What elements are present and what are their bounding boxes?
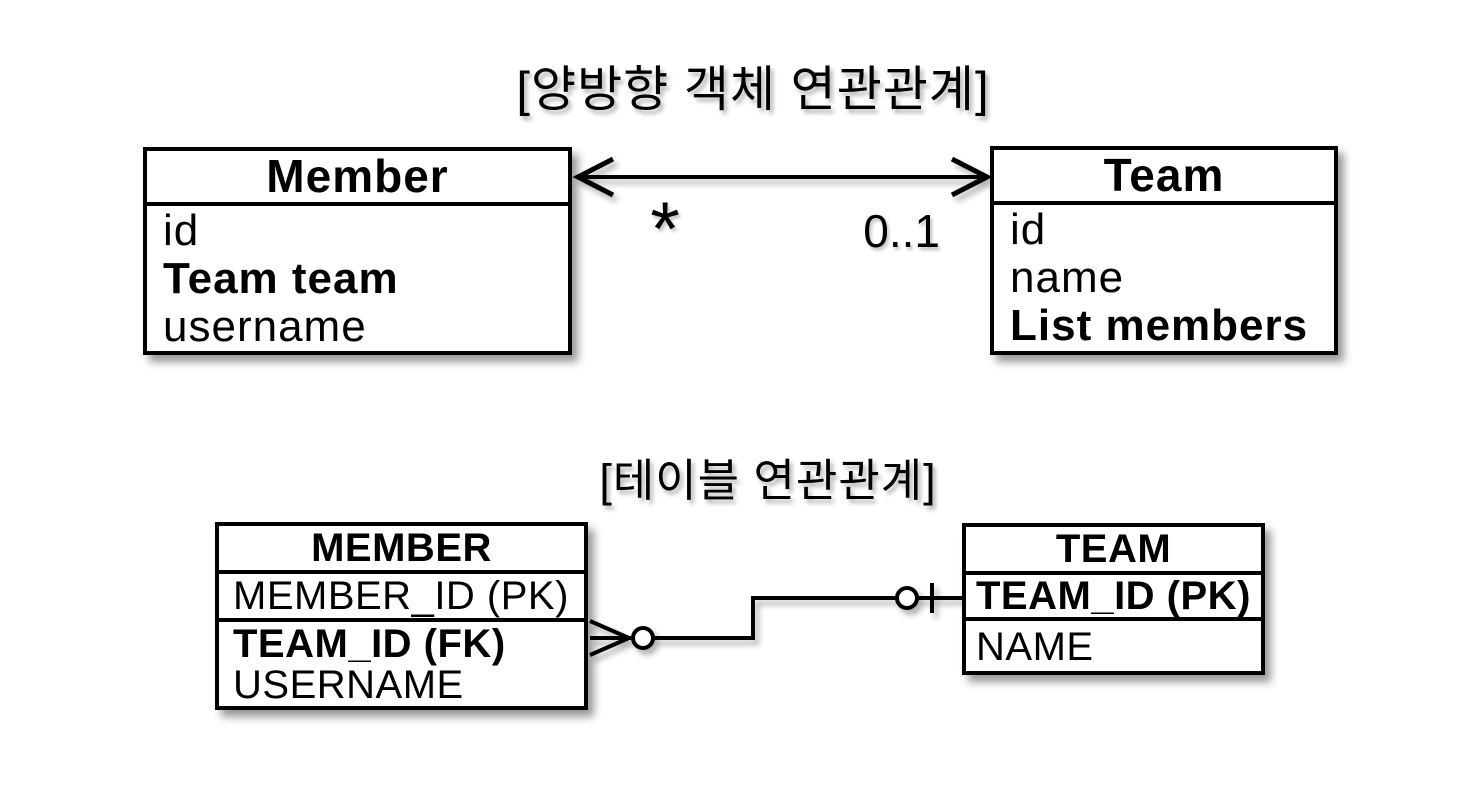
field-username: username [163, 302, 367, 351]
crow-foot-prong-bottom [589, 636, 630, 657]
table-diagram-title: [테이블 연관관계] [599, 455, 937, 506]
multiplicity-member-side: * [650, 187, 680, 272]
team-table-title: TEAM [966, 527, 1261, 575]
crow-foot-prong-top [589, 619, 630, 640]
zero-circle-member-side-icon [631, 626, 655, 650]
column-name: NAME [976, 625, 1094, 669]
member-table-box: MEMBER MEMBER_ID (PK) TEAM_ID (FK) USERN… [215, 522, 588, 710]
object-diagram-title: [양방향 객체 연관관계] [516, 63, 990, 117]
member-class-title: Member [147, 151, 568, 206]
column-team-id-fk: TEAM_ID (FK) [233, 622, 506, 666]
field-id: id [163, 206, 200, 255]
member-class-box: Member id Team team username [143, 147, 572, 355]
arrowhead-right-icon [950, 156, 993, 198]
field-list-members: List members [1010, 301, 1309, 350]
column-member-id-pk: MEMBER_ID (PK) [219, 574, 584, 622]
field-name: name [1010, 253, 1125, 302]
team-class-box: Team id name List members [990, 146, 1338, 355]
field-id: id [1010, 205, 1047, 254]
column-username: USERNAME [233, 663, 464, 707]
column-team-id-pk: TEAM_ID (PK) [966, 575, 1261, 621]
field-team-team: Team team [163, 254, 399, 303]
member-table-body: TEAM_ID (FK) USERNAME [219, 622, 584, 706]
bidirectional-arrow [572, 156, 993, 198]
member-class-fields: id Team team username [147, 206, 568, 351]
team-table-box: TEAM TEAM_ID (PK) NAME [962, 523, 1265, 675]
zero-circle-team-side-icon [895, 586, 919, 610]
member-table-title: MEMBER [219, 526, 584, 574]
team-class-fields: id name List members [994, 205, 1334, 350]
multiplicity-team-side: 0..1 [863, 205, 940, 257]
team-class-title: Team [994, 150, 1334, 205]
arrowhead-left-icon [572, 156, 615, 198]
elbow-segment [653, 596, 897, 640]
